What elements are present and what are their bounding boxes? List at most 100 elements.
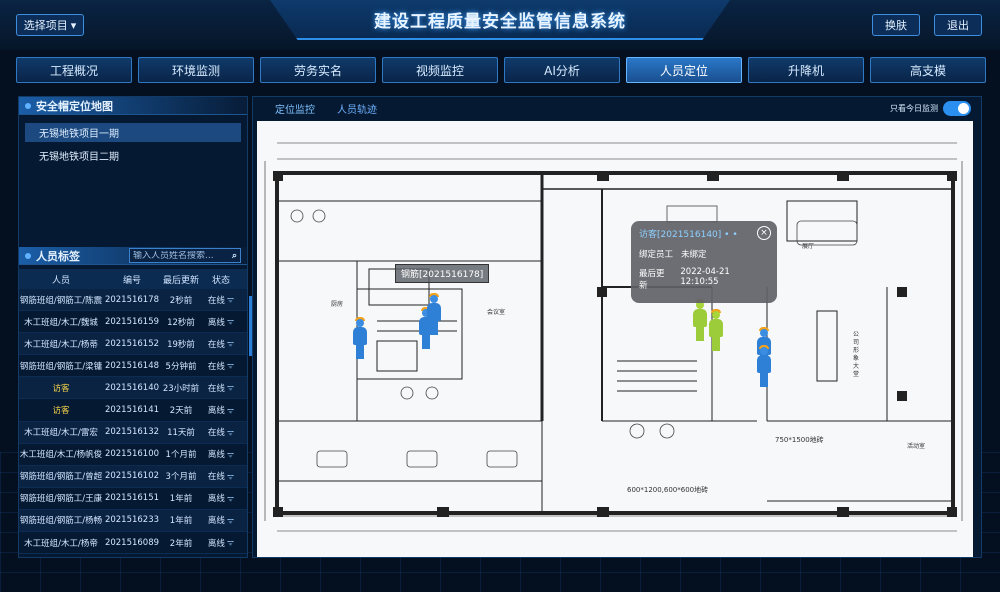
wifi-icon: ᯤ <box>226 515 235 525</box>
last-update: 11天前 <box>167 428 195 439</box>
main-nav: 工程概况 环境监测 劳务实名 视频监控 AI分析 人员定位 升降机 高支模 <box>16 57 986 83</box>
last-update: 1年前 <box>169 494 193 505</box>
tab-overview[interactable]: 工程概况 <box>16 57 132 83</box>
last-update: 12秒前 <box>167 317 195 328</box>
popup-value: 2022-04-21 12:10:55 <box>680 267 730 287</box>
subtabs: 定位监控 人员轨迹 <box>253 97 981 119</box>
person-name: 木工班组/木工/杨蒂 <box>24 339 98 350</box>
visitor-marker[interactable] <box>709 309 723 351</box>
person-name: 木工班组/木工/雷宏 <box>24 428 98 439</box>
today-toggle-switch[interactable] <box>943 101 971 116</box>
tab-elevator[interactable]: 升降机 <box>748 57 864 83</box>
tag-label[interactable]: 钢筋[2021516178] <box>395 264 490 283</box>
area-item[interactable]: 无锡地铁项目二期 <box>39 152 119 163</box>
close-icon[interactable]: × <box>757 226 771 240</box>
popup-title: 访客[2021516140] • • <box>639 230 738 240</box>
project-select[interactable]: 选择项目 ▾ <box>16 14 84 36</box>
room-label: 展厅 <box>802 243 815 250</box>
tab-ai[interactable]: AI分析 <box>504 57 620 83</box>
worker-marker[interactable] <box>353 317 367 359</box>
last-update: 2秒前 <box>169 295 193 306</box>
project-select-label: 选择项目 <box>23 19 68 32</box>
tab-labor[interactable]: 劳务实名 <box>260 57 376 83</box>
chevron-down-icon: ▾ <box>70 18 77 32</box>
person-name: 钢筋班组/钢筋工/曾超 <box>19 472 103 483</box>
today-toggle: 只看今日监测 <box>890 101 971 116</box>
status-text: 在线 <box>207 383 225 394</box>
left-panel: 安全帽定位地图 无锡地铁项目一期 无锡地铁项目二期 人员标签 ⌕ 人员 编号 最… <box>18 96 248 558</box>
wifi-icon: ᯤ <box>226 405 235 415</box>
person-name: 钢筋班组/钢筋工/梁镛 <box>19 361 103 372</box>
status-text: 在线 <box>207 295 225 306</box>
wifi-icon: ᯤ <box>226 538 235 548</box>
logout-button[interactable]: 退出 <box>934 14 982 36</box>
wifi-icon: ᯤ <box>226 339 235 349</box>
tab-personnel-location[interactable]: 人员定位 <box>626 57 742 83</box>
tab-formwork[interactable]: 高支模 <box>870 57 986 83</box>
right-panel: 定位监控 人员轨迹 只看今日监测 <box>252 96 982 558</box>
last-update: 19秒前 <box>167 339 195 350</box>
wifi-icon: ᯤ <box>226 295 235 305</box>
wifi-icon: ᯤ <box>226 449 235 459</box>
tab-environment[interactable]: 环境监测 <box>138 57 254 83</box>
bullet-icon <box>25 102 31 109</box>
worker-marker[interactable] <box>427 293 441 335</box>
person-id: 2021516140 <box>104 382 160 393</box>
person-name: 访客 <box>52 406 70 417</box>
person-name: 钢筋班组/钢筋工/陈震 <box>19 295 103 306</box>
room-label: 厨房 <box>331 301 344 308</box>
wifi-icon: ᯤ <box>226 317 235 327</box>
area-list: 无锡地铁项目一期 无锡地铁项目二期 <box>19 115 247 177</box>
status-text: 离线 <box>207 516 225 527</box>
visitor-marker[interactable] <box>693 299 707 341</box>
header: 建设工程质量安全监管信息系统 选择项目 ▾ 换肤 退出 <box>0 0 1000 50</box>
status-text: 离线 <box>207 317 225 328</box>
bullet-icon <box>25 252 31 259</box>
map-section-title: 安全帽定位地图 <box>36 99 113 113</box>
room-label: 600*1200,600*600地砖 <box>627 486 709 494</box>
wifi-icon: ᯤ <box>226 383 235 393</box>
column-header: 最后更新 <box>162 275 199 286</box>
column-header: 编号 <box>122 275 141 286</box>
status-text: 在线 <box>207 361 225 372</box>
worker-marker[interactable] <box>757 345 771 387</box>
wifi-icon: ᯤ <box>226 427 235 437</box>
search-icon[interactable]: ⌕ <box>231 250 237 261</box>
tab-personnel-track[interactable]: 人员轨迹 <box>337 104 377 116</box>
wifi-icon: ᯤ <box>226 493 235 503</box>
person-id: 2021516100 <box>104 449 160 460</box>
skin-button[interactable]: 换肤 <box>872 14 920 36</box>
tab-video[interactable]: 视频监控 <box>382 57 498 83</box>
personnel-search: ⌕ <box>129 248 241 263</box>
area-item[interactable]: 无锡地铁项目一期 <box>25 123 241 142</box>
worker-marker[interactable] <box>419 307 433 349</box>
last-update: 3个月前 <box>165 472 197 483</box>
person-id: 2021516102 <box>104 471 160 482</box>
person-id: 2021516233 <box>104 515 160 526</box>
person-name: 钢筋班组/钢筋工/王康 <box>19 494 103 505</box>
tab-location-monitor[interactable]: 定位监控 <box>275 104 315 116</box>
wifi-icon: ᯤ <box>226 471 235 481</box>
status-text: 离线 <box>207 494 225 505</box>
person-id: 2021516141 <box>104 405 160 416</box>
person-name: 钢筋班组/钢筋工/杨畅 <box>19 516 103 527</box>
floor-plan-map[interactable]: 厨房 会议室 展厅 活动室 公司形象大堂 750*1500地砖 600*1200… <box>257 121 973 557</box>
search-input[interactable] <box>133 250 223 261</box>
